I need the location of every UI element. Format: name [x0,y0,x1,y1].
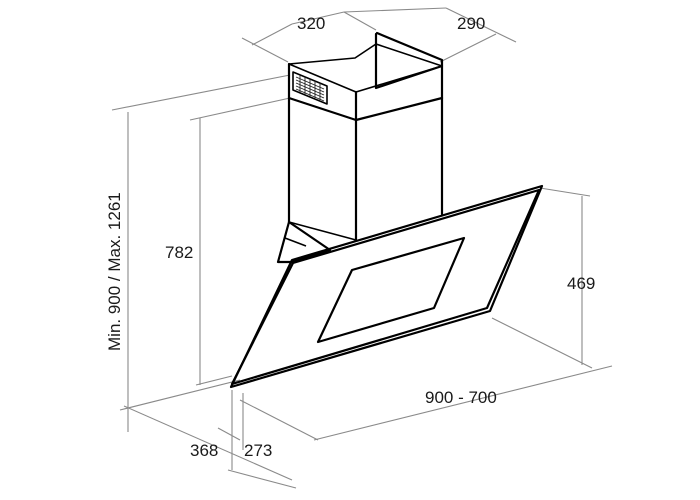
dim-base-depth: 273 [244,441,272,460]
dim-chimney-width: 320 [297,14,325,33]
dim-chimney-height: 782 [165,243,193,262]
dimension-lines [111,7,613,489]
dim-total-height: Min. 900 / Max. 1261 [105,192,124,351]
glass-panel [229,184,544,389]
dim-hood-width: 900 - 700 [425,388,497,407]
vent-grille-icon [292,71,328,105]
dim-glass-height: 469 [567,274,595,293]
chimney [287,31,444,242]
dim-total-depth: 368 [190,441,218,460]
glass-window [316,236,466,344]
dim-chimney-depth: 290 [457,14,485,33]
